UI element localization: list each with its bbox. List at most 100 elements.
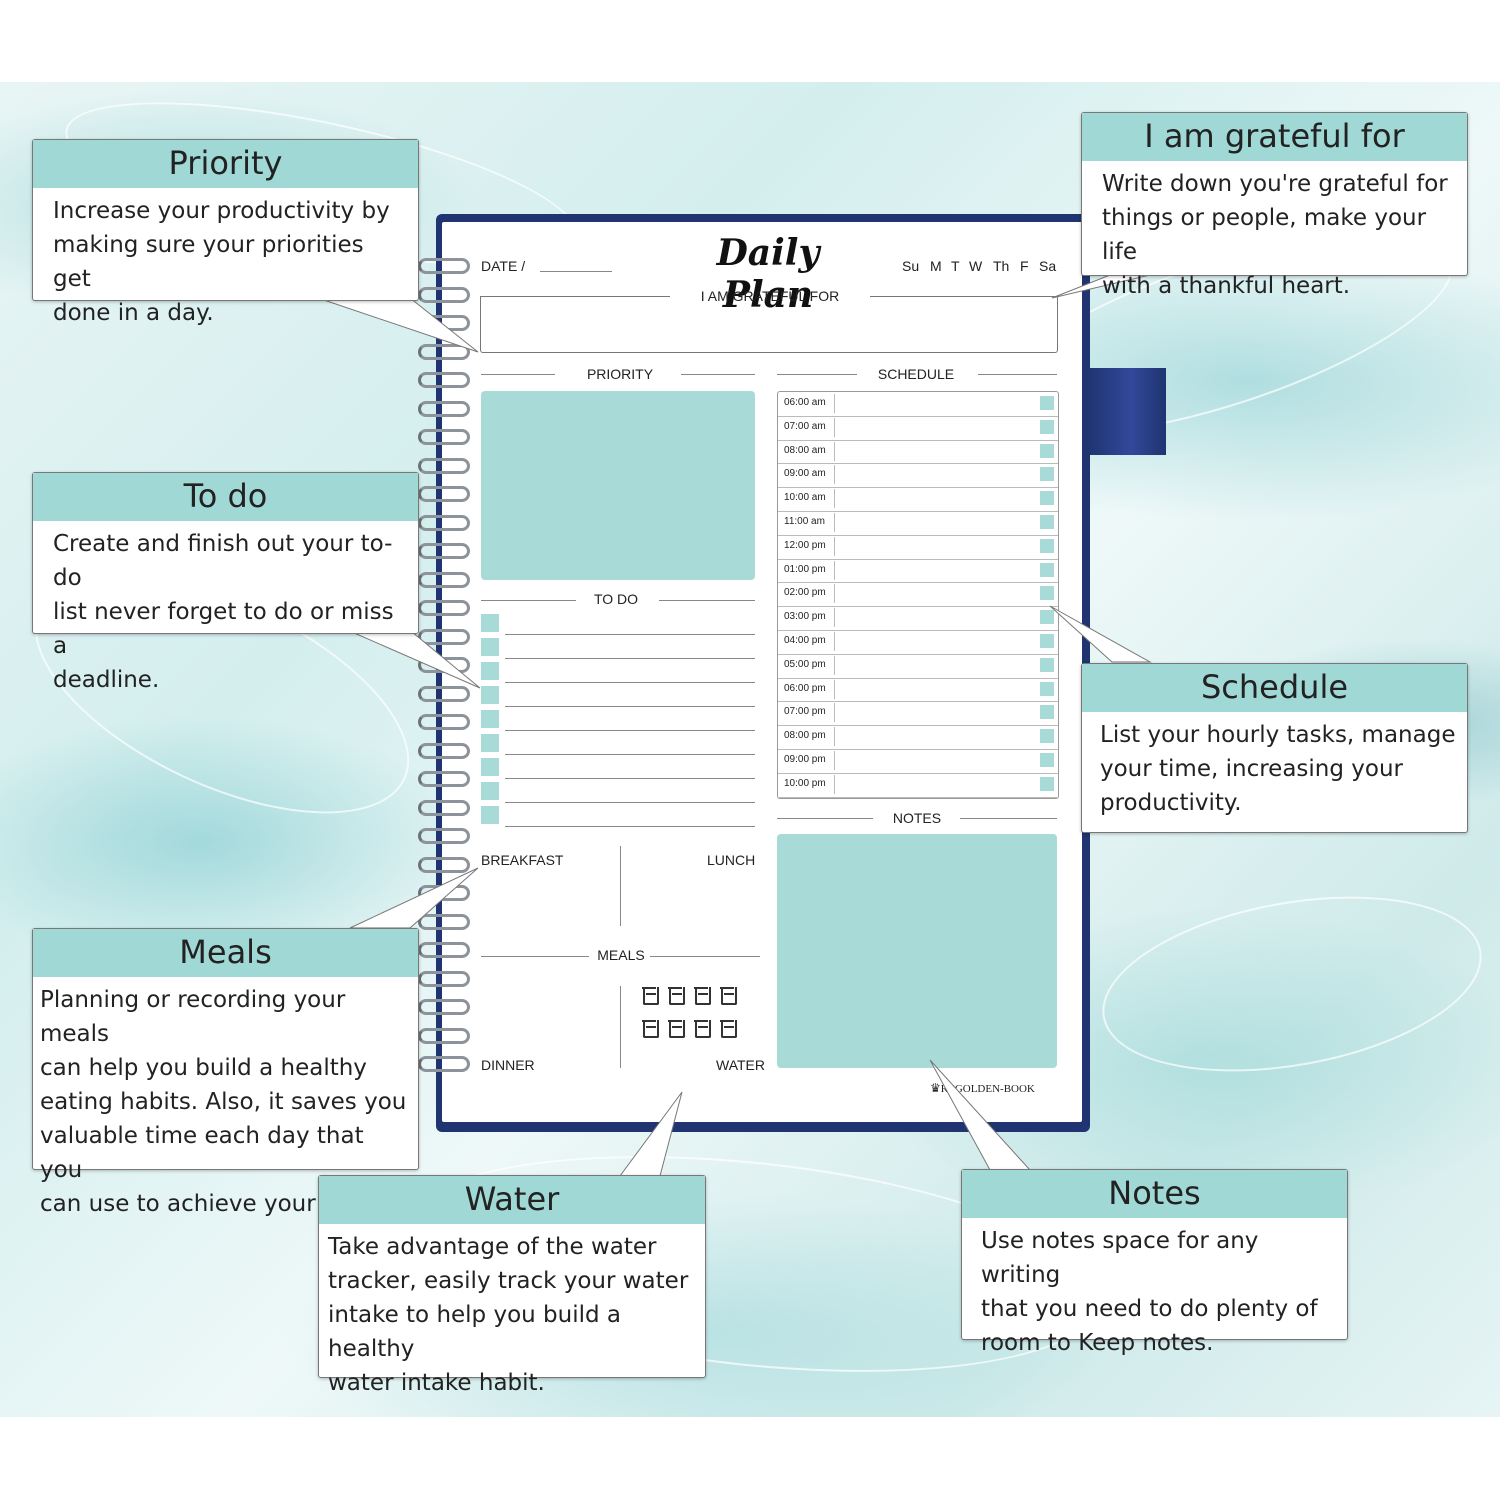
schedule-checkbox[interactable] [1040,562,1054,577]
schedule-row[interactable]: 09:00 pm [778,749,1058,774]
grateful-rule-right [870,296,1057,297]
schedule-checkbox[interactable] [1040,705,1054,720]
schedule-row[interactable]: 04:00 pm [778,630,1058,655]
schedule-checkbox[interactable] [1040,419,1054,434]
todo-checkbox[interactable] [481,686,499,704]
water-cup-icon[interactable] [720,987,737,1005]
grateful-box[interactable] [480,296,1058,353]
todo-checkbox[interactable] [481,734,499,752]
schedule-checkbox[interactable] [1040,491,1054,506]
schedule-row[interactable]: 08:00 am [778,440,1058,465]
notes-rule-left [777,818,873,819]
schedule-row[interactable]: 12:00 pm [778,535,1058,560]
schedule-separator [834,513,835,532]
schedule-row[interactable]: 10:00 pm [778,773,1058,798]
schedule-checkbox[interactable] [1040,657,1054,672]
callout-water-title: Water [319,1176,705,1224]
spiral-ring [418,942,470,958]
todo-line[interactable] [505,634,755,635]
weekday-w[interactable]: W [969,258,983,274]
schedule-checkbox[interactable] [1040,538,1054,553]
schedule-separator [834,417,835,437]
schedule-checkbox[interactable] [1040,467,1054,482]
schedule-row[interactable]: 01:00 pm [778,559,1058,584]
weekday-f[interactable]: F [1020,258,1029,274]
todo-line[interactable] [505,778,755,779]
todo-checkbox[interactable] [481,638,499,656]
schedule-rule-right [978,374,1057,375]
schedule-row[interactable]: 03:00 pm [778,606,1058,631]
water-cup-icon[interactable] [694,1020,711,1038]
schedule-checkbox[interactable] [1040,586,1054,601]
schedule-row[interactable]: 08:00 pm [778,725,1058,750]
schedule-row[interactable]: 07:00 pm [778,701,1058,727]
schedule-row[interactable]: 06:00 am [778,392,1058,417]
water-cup-icon[interactable] [720,1020,737,1038]
todo-line[interactable] [505,706,755,707]
callout-water-line: intake to help you build a healthy [328,1302,622,1362]
date-label: DATE / [481,258,526,274]
priority-box[interactable] [481,391,755,580]
schedule-checkbox[interactable] [1040,753,1054,767]
todo-line[interactable] [505,682,755,683]
todo-checkbox[interactable] [481,782,499,800]
schedule-time: 04:00 pm [784,635,826,646]
schedule-checkbox[interactable] [1040,634,1054,648]
callout-todo-title: To do [33,473,418,521]
water-cup-icon[interactable] [668,1020,685,1038]
schedule-row[interactable]: 11:00 am [778,511,1058,536]
notes-label: NOTES [892,810,942,826]
todo-checkbox[interactable] [481,806,499,824]
todo-line[interactable] [505,826,755,827]
todo-line[interactable] [505,754,755,755]
callout-todo: To do Create and finish out your to-do l… [32,472,419,693]
weekday-t[interactable]: T [951,258,960,274]
water-cup-icon[interactable] [642,987,659,1005]
schedule-row[interactable]: 06:00 pm [778,678,1058,703]
schedule-rule-left [777,374,857,375]
schedule-separator [834,632,835,651]
schedule-checkbox[interactable] [1040,681,1054,696]
priority-label: PRIORITY [586,366,654,382]
schedule-separator [834,536,835,556]
callout-meals-line: valuable time each day that you [40,1123,364,1183]
water-cup-icon[interactable] [668,987,685,1005]
water-cup-icon[interactable] [694,987,711,1005]
schedule-time: 08:00 pm [784,730,826,742]
weekday-su[interactable]: Su [902,258,920,274]
spiral-ring [418,913,470,930]
schedule-time: 10:00 pm [784,777,826,789]
schedule-row[interactable]: 07:00 am [778,416,1058,441]
todo-line[interactable] [505,658,755,659]
priority-rule-right [681,374,755,375]
schedule-row[interactable]: 02:00 pm [778,582,1058,608]
schedule-checkbox[interactable] [1040,515,1054,529]
schedule-row[interactable]: 10:00 am [778,487,1058,512]
schedule-row[interactable]: 05:00 pm [778,654,1058,679]
todo-line[interactable] [505,730,755,731]
schedule-checkbox[interactable] [1040,396,1054,410]
water-cup-icon[interactable] [642,1020,659,1038]
schedule-checkbox[interactable] [1040,729,1054,744]
callout-priority-title: Priority [33,140,418,188]
todo-checkbox[interactable] [481,758,499,776]
weekday-m[interactable]: M [930,258,942,274]
schedule-row[interactable]: 09:00 am [778,463,1058,489]
spiral-ring [418,685,470,702]
schedule-checkbox[interactable] [1040,610,1054,625]
weekday-th[interactable]: Th [993,258,1010,274]
todo-line[interactable] [505,802,755,803]
meals-divider-bottom [620,986,621,1068]
schedule-time: 09:00 am [784,468,826,480]
dinner-label: DINNER [481,1057,535,1073]
callout-priority-line: making sure your priorities get [53,232,364,292]
schedule-checkbox[interactable] [1040,776,1054,791]
brand-text: REGOLDEN-BOOK [940,1083,1035,1095]
todo-checkbox[interactable] [481,662,499,680]
schedule-checkbox[interactable] [1040,443,1054,458]
todo-checkbox[interactable] [481,710,499,728]
weekday-sa[interactable]: Sa [1039,258,1057,274]
todo-checkbox[interactable] [481,614,499,632]
date-line[interactable] [540,271,612,272]
notes-box[interactable] [777,834,1057,1068]
